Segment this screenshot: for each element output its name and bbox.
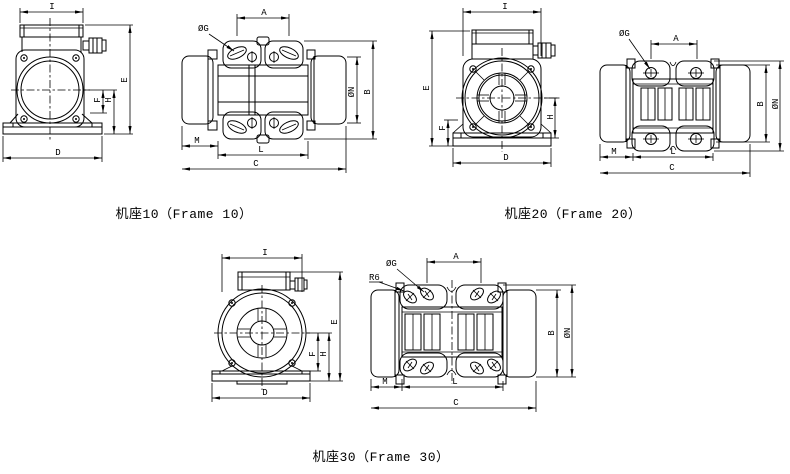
dim-label-l: L (670, 147, 675, 157)
frame10-side-view: A ØG ØN B M L C (181, 8, 377, 173)
frame10-front-dimensions: I E H F D (2, 2, 133, 162)
frame30-front-view: I E H F D (211, 248, 343, 402)
frame10-caption: 机座10（Frame 10） (115, 207, 253, 222)
frame20-side-outline (599, 58, 751, 152)
dim-label-c: C (253, 159, 259, 169)
frame10-side-dimensions: A ØG ØN B M L C (181, 8, 377, 173)
dim-label-h: H (104, 97, 114, 102)
dim-label-d: D (55, 148, 60, 158)
dim-label-d: D (503, 153, 508, 163)
dim-label-b: B (756, 101, 766, 107)
dim-label-a: A (453, 252, 459, 262)
dim-label-m: M (611, 147, 616, 157)
dim-label-m: M (194, 136, 199, 146)
dim-label-f: F (438, 125, 448, 130)
frame10-side-outline (181, 36, 347, 144)
dim-label-on: ØN (771, 99, 781, 110)
frame30-front-outline (211, 271, 311, 390)
frame20-front-view: I E F H D (422, 2, 560, 167)
frame20-front-outline (452, 29, 560, 152)
frame30-front-dimensions: I E H F D (211, 248, 343, 402)
dim-label-e: E (422, 85, 432, 90)
dim-label-m: M (382, 377, 387, 387)
dim-label-d: D (262, 388, 267, 398)
dim-label-e: E (120, 77, 130, 82)
dim-label-h: H (546, 114, 556, 119)
dim-label-og: ØG (619, 29, 630, 39)
dim-label-i: I (262, 248, 267, 258)
dim-label-b: B (363, 89, 373, 95)
frame30-side-dimensions: R6 ØG A B ØN M L C (369, 252, 576, 412)
dim-label-f: F (93, 97, 103, 102)
frame10-front-view: I E H F D (2, 2, 133, 162)
dim-label-a: A (261, 8, 267, 18)
dim-label-og: ØG (386, 259, 397, 269)
dim-label-on: ØN (347, 87, 357, 98)
dim-label-c: C (453, 398, 459, 408)
frame30-caption: 机座30（Frame 30） (312, 450, 450, 465)
dim-label-on: ØN (563, 328, 573, 339)
dim-label-r6: R6 (369, 273, 380, 283)
frame20-side-view: ØG A B ØN M L C (599, 29, 784, 177)
frame30-side-view: R6 ØG A B ØN M L C (369, 252, 576, 412)
dim-label-h: H (319, 351, 329, 356)
frame20-front-dimensions: I E F H D (422, 2, 559, 167)
dim-label-l: L (258, 145, 263, 155)
dim-label-c: C (669, 163, 675, 173)
dim-label-og: ØG (198, 24, 209, 34)
dim-label-e: E (330, 319, 340, 324)
dim-label-b: B (547, 330, 557, 336)
frame20-side-dimensions: ØG A B ØN M L C (599, 29, 784, 177)
dim-label-i: I (502, 2, 507, 12)
dim-label-f: F (308, 351, 318, 356)
dim-label-l: L (452, 377, 457, 387)
frame30-side-outline (370, 280, 537, 385)
frame10-front-outline (2, 18, 107, 141)
dim-label-a: A (673, 34, 679, 44)
dim-label-i: I (49, 2, 54, 12)
frame20-caption: 机座20（Frame 20） (504, 207, 642, 222)
